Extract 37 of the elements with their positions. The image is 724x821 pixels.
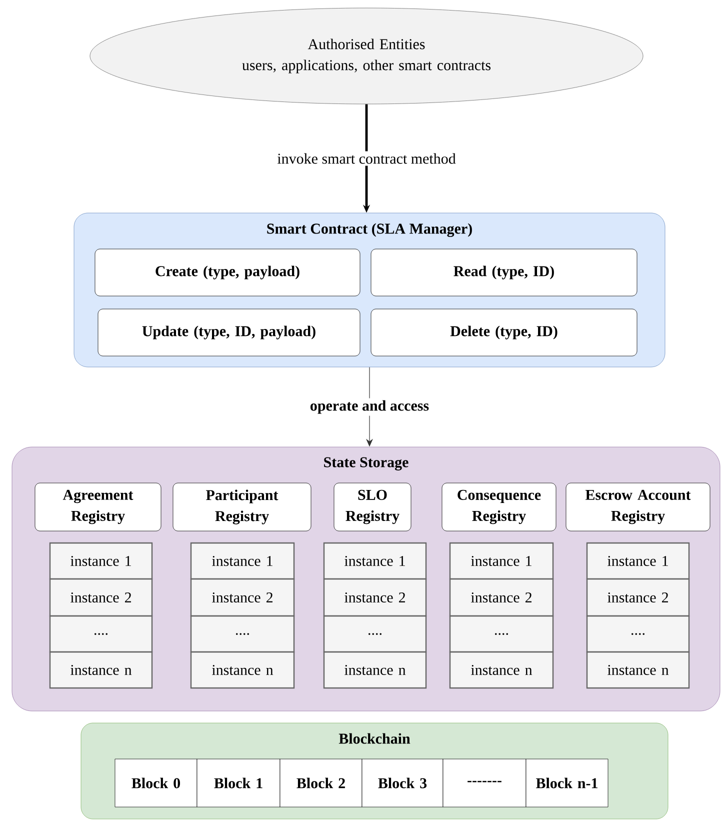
instance-cell: instance n: [190, 651, 295, 689]
operation-box: Delete (type, ID): [370, 308, 638, 356]
instance-cell: instance 2: [190, 578, 295, 617]
block-cell: Block 1: [196, 758, 280, 808]
instance-cell: instance 2: [449, 578, 554, 617]
instance-cell: ....: [449, 615, 554, 653]
block-cell: Block 3: [362, 758, 444, 808]
operation-box: Read (type, ID): [370, 248, 638, 296]
operation-box: Create (type, payload): [94, 248, 360, 296]
block-cell: Block 2: [280, 758, 362, 808]
instance-cell: instance 2: [323, 578, 427, 617]
instance-cell: instance n: [586, 651, 690, 689]
instance-cell: instance 1: [190, 542, 295, 580]
registry-box: Escrow Account Registry: [566, 482, 710, 532]
instance-cell: ....: [49, 615, 153, 653]
instance-cell: instance 1: [449, 542, 554, 580]
block-cell: Block n-1: [526, 758, 608, 808]
instance-cell: instance 1: [49, 542, 153, 580]
instance-cell: instance n: [449, 651, 554, 689]
registry-box: SLO Registry: [334, 482, 412, 532]
block-cell: Block 0: [114, 758, 198, 808]
instance-cell: instance 2: [49, 578, 153, 617]
instance-cell: instance 1: [323, 542, 427, 580]
edge-label: operate and access: [308, 398, 432, 416]
instance-cell: ....: [323, 615, 427, 653]
registry-box: Participant Registry: [172, 482, 312, 532]
instance-cell: ....: [190, 615, 295, 653]
instance-cell: instance n: [323, 651, 427, 689]
instance-cell: ....: [586, 615, 690, 653]
instance-cell: instance 2: [586, 578, 690, 617]
operation-box: Update (type, ID, payload): [98, 308, 360, 356]
block-cell: -------: [442, 758, 526, 808]
instance-cell: instance n: [49, 651, 153, 689]
registry-box: Agreement Registry: [34, 482, 162, 532]
registry-box: Consequence Registry: [442, 482, 556, 532]
edge-label: invoke smart contract method: [275, 151, 458, 166]
instance-cell: instance 1: [586, 542, 690, 580]
